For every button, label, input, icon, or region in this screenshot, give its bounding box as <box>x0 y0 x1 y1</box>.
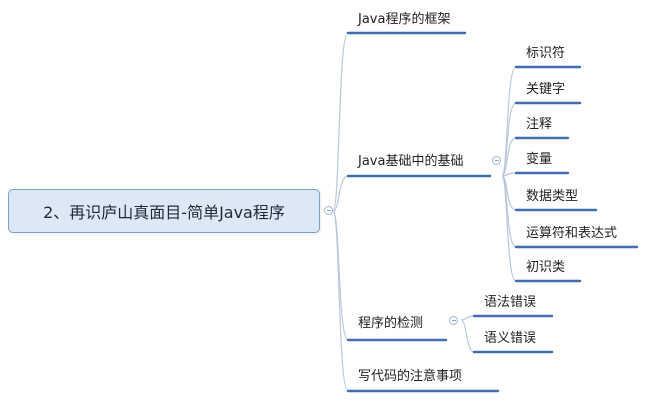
branch-node-basics[interactable]: Java基础中的基础 <box>358 154 464 169</box>
connector-child-7 <box>501 175 517 282</box>
branch-node-checking[interactable]: 程序的检测 <box>358 316 424 331</box>
connector-branch-4 <box>332 210 349 392</box>
child-node-syntax-error[interactable]: 语法错误 <box>484 295 537 310</box>
collapse-circle-icon[interactable] <box>324 206 333 215</box>
child-node-comment[interactable]: 注释 <box>526 117 553 132</box>
child-node-class[interactable]: 初识类 <box>526 260 566 275</box>
root-node[interactable]: 2、再识庐山真面目-简单Java程序 <box>8 189 320 233</box>
connector-child-9 <box>460 319 475 353</box>
collapse-circle-icon[interactable] <box>492 156 501 165</box>
child-node-identifier[interactable]: 标识符 <box>526 46 566 61</box>
child-node-variable[interactable]: 变量 <box>526 152 553 167</box>
connector-branch-1 <box>332 32 349 212</box>
branch-node-notes[interactable]: 写代码的注意事项 <box>358 369 463 384</box>
child-node-semantic-error[interactable]: 语义错误 <box>484 331 537 346</box>
child-node-data-type[interactable]: 数据类型 <box>526 189 579 204</box>
connector-child-8 <box>460 315 475 321</box>
connector-branch-2 <box>332 175 349 212</box>
child-node-operators[interactable]: 运算符和表达式 <box>526 226 618 241</box>
root-node-label: 2、再识庐山真面目-简单Java程序 <box>43 203 285 222</box>
child-node-keyword[interactable]: 关键字 <box>526 82 566 97</box>
collapse-circle-icon[interactable] <box>449 316 458 325</box>
branch-node-framework[interactable]: Java程序的框架 <box>358 12 451 27</box>
connector-child-3 <box>501 137 517 177</box>
